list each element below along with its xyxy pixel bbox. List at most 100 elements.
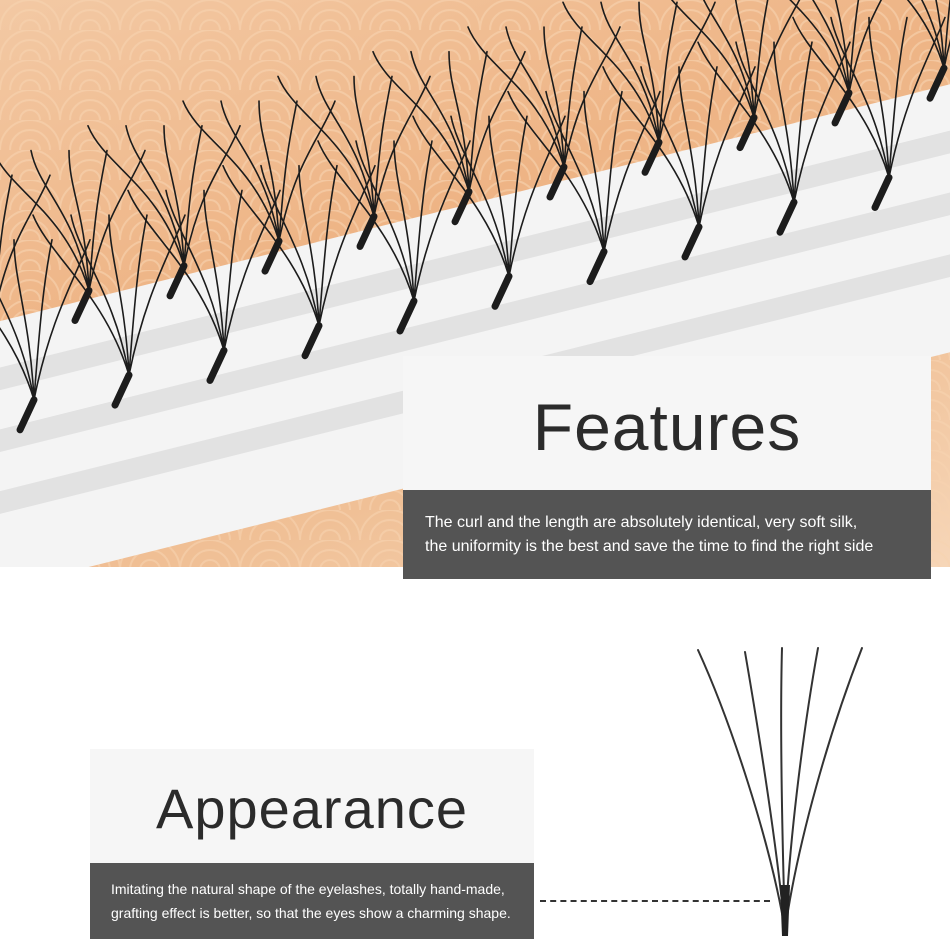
lash-strand [545, 90, 605, 253]
lash-fan-base [926, 64, 948, 102]
lash-strand [468, 50, 526, 193]
lash-strand [868, 16, 890, 179]
lash-fan-base [641, 138, 663, 176]
lash-strand [125, 125, 185, 267]
lash-strand [792, 16, 890, 179]
lash-fan-base [166, 262, 188, 300]
lash-strand [812, 0, 850, 94]
lash-strand [68, 149, 90, 292]
appearance-description: Imitating the natural shape of the eyela… [90, 863, 534, 939]
lash-strand [698, 66, 756, 228]
lash-fan-base [111, 371, 133, 409]
lash-strand [734, 0, 755, 119]
lash-strand [413, 140, 433, 302]
lash-fan-base [831, 89, 853, 127]
lash-strand [30, 149, 90, 292]
lash-strand [450, 115, 510, 278]
lash-fan-base [261, 237, 283, 275]
features-description-line-2: the uniformity is the best and save the … [425, 537, 874, 555]
lash-strand [222, 164, 320, 327]
dashed-connector-line [540, 900, 770, 902]
lash-strand [0, 174, 13, 256]
lash-fan-base [681, 223, 703, 261]
lash-strand [13, 239, 35, 401]
lash-strand [223, 189, 243, 352]
lash-strand [32, 214, 130, 376]
lash-strand [793, 41, 851, 203]
lash-strand [33, 239, 53, 401]
lash-strand [258, 100, 280, 242]
lash-strand [33, 239, 91, 401]
lash-strand [888, 16, 946, 179]
lash-fan-base [16, 396, 38, 434]
lash-strand [203, 189, 225, 352]
lash-strand [563, 26, 621, 168]
lash-strand [108, 214, 130, 376]
appearance-description-line-2: grafting effect is better, so that the e… [111, 905, 511, 921]
lash-strand [935, 0, 945, 69]
lash-fan-base [491, 272, 513, 310]
lash-strand [353, 75, 375, 218]
lash-strand [507, 90, 605, 253]
lash-strand [318, 164, 376, 327]
lash-strand [848, 0, 883, 94]
lash-strand [793, 41, 813, 203]
lash-strand [260, 164, 320, 327]
lash-strand [603, 90, 661, 253]
lash-fan-base [301, 322, 323, 360]
lash-strand [355, 140, 415, 302]
lash-strand [410, 50, 470, 193]
lash-strand [448, 50, 470, 193]
lash-fan-base [871, 174, 893, 211]
lash-fan-base [396, 297, 418, 335]
lash-strand [315, 75, 375, 218]
lash-fan-base [736, 114, 758, 152]
lash-strand [183, 125, 241, 267]
lash-strand [602, 66, 700, 228]
lash-strand [488, 115, 510, 278]
lash-strand [373, 75, 431, 218]
eyelash-tray-photo [0, 0, 950, 567]
lash-strand [163, 125, 185, 267]
lash-strand [165, 189, 225, 352]
lash-strand [773, 41, 795, 203]
lash-strand [128, 214, 186, 376]
lash-strand [543, 26, 565, 168]
lash-strand [583, 90, 605, 253]
lash-strand [658, 1, 716, 144]
features-description: The curl and the length are absolutely i… [403, 490, 931, 579]
lash-strand [508, 115, 566, 278]
lash-strand [128, 214, 148, 376]
features-title: Features [532, 390, 802, 464]
features-card: Features The curl and the length are abs… [403, 356, 931, 579]
lash-strand [505, 26, 565, 168]
lash-fan-base [776, 198, 798, 236]
lash-strand [317, 140, 415, 302]
lash-strand [393, 140, 415, 302]
lash-strand [0, 174, 51, 293]
lash-strand [600, 1, 660, 144]
lash-fan-base [451, 188, 473, 226]
lash-strand [678, 66, 700, 228]
lash-strand [921, 0, 945, 69]
single-lash-cluster-icon [697, 647, 863, 936]
lash-strand [298, 164, 320, 327]
lash-strand [703, 0, 755, 119]
appearance-title: Appearance [155, 776, 468, 840]
lash-strand [223, 189, 281, 352]
lash-strand [318, 164, 338, 327]
lash-strand [127, 189, 225, 352]
lash-strand [830, 16, 890, 179]
lash-strand [220, 100, 280, 242]
lash-strand [412, 115, 510, 278]
lash-fan-base [586, 248, 608, 286]
lash-strand [698, 66, 718, 228]
lash-strand [88, 149, 146, 292]
lash-strand [834, 0, 850, 94]
lash-strand [640, 66, 700, 228]
lash-strand [603, 90, 623, 253]
lash-strand [735, 41, 795, 203]
lash-fan-base [356, 212, 378, 250]
lash-strand [753, 0, 801, 119]
lash-strand [508, 115, 528, 278]
